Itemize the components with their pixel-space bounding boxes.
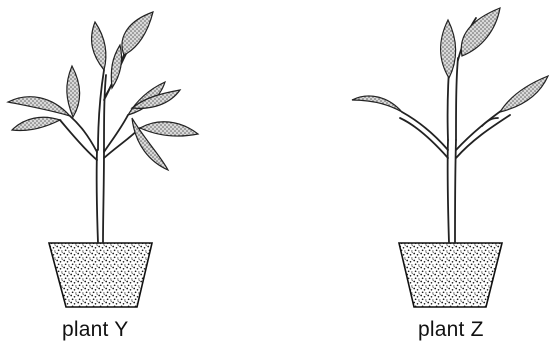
- leaf: [122, 12, 153, 55]
- leaves-y: [8, 12, 198, 170]
- leaves-z: [352, 8, 548, 112]
- plant-y: [8, 12, 198, 307]
- leaf: [500, 76, 548, 112]
- plant-z: [352, 8, 548, 307]
- leaf: [441, 20, 456, 78]
- leaf: [461, 8, 500, 56]
- pot-z: [399, 243, 502, 307]
- plant-z-label: plant Z: [418, 318, 484, 342]
- plant-y-label: plant Y: [62, 318, 128, 342]
- leaf: [67, 66, 80, 117]
- leaf: [12, 117, 60, 130]
- leaf: [111, 45, 121, 88]
- leaf: [352, 96, 402, 112]
- leaf: [140, 122, 198, 136]
- pot-y: [49, 243, 152, 307]
- leaf: [8, 97, 70, 116]
- leaf: [92, 22, 106, 70]
